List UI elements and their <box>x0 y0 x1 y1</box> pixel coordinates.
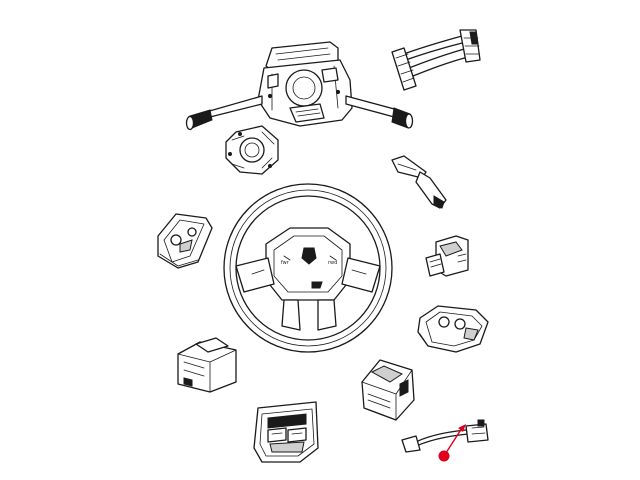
wiring-harness[interactable] <box>391 29 481 91</box>
multifunction-switch-assembly[interactable] <box>185 41 414 131</box>
wiring-pigtail[interactable] <box>401 419 489 453</box>
connector-switch[interactable] <box>425 235 469 277</box>
steering-wheel[interactable]: fwr rwd <box>223 183 393 353</box>
highlight-marker[interactable] <box>438 450 450 462</box>
right-steering-wheel-switch[interactable] <box>417 305 489 353</box>
highlight-callout <box>438 424 466 462</box>
left-steering-wheel-switch[interactable] <box>157 213 213 269</box>
steering-wheel-label-right: rwd <box>328 260 337 266</box>
steering-wheel-label-left: fwr <box>281 260 290 266</box>
control-module-lower[interactable] <box>253 401 319 463</box>
switch-module-lower[interactable] <box>361 359 415 421</box>
switch-module-left[interactable] <box>177 337 237 393</box>
paddle-shifter[interactable] <box>391 155 447 209</box>
clockspring[interactable] <box>225 125 279 175</box>
